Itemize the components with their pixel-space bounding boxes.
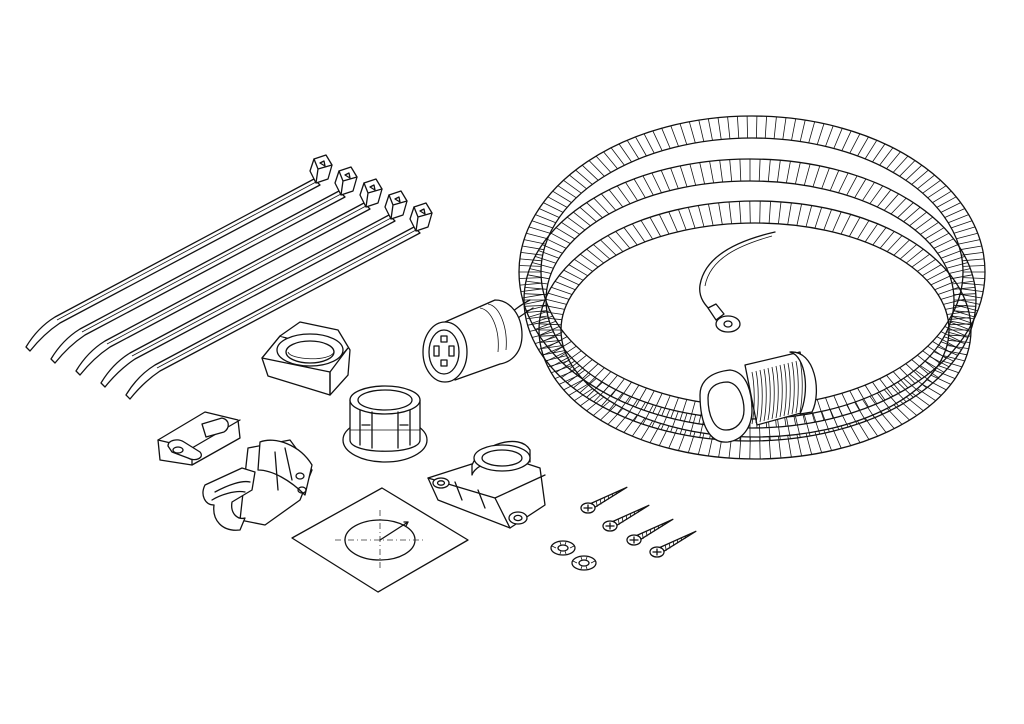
- plug-connector: [422, 299, 523, 383]
- cable-tie: [75, 178, 383, 376]
- cable-clip-holder: [202, 439, 313, 531]
- hose-coil: [538, 200, 972, 460]
- cable-clamp-small: [157, 411, 241, 466]
- lock-washer: [571, 555, 597, 571]
- cable-tie: [100, 190, 408, 388]
- hex-nut: [261, 321, 351, 396]
- cable-clamp-bracket: [427, 440, 546, 529]
- hose-end-fitting: [699, 351, 818, 443]
- screw: [626, 518, 674, 546]
- drilling-template: [291, 487, 469, 593]
- cable-ties: [25, 154, 433, 400]
- screw: [602, 504, 650, 532]
- screws: [580, 486, 697, 558]
- lock-washers: [550, 540, 597, 571]
- cable-grommet-bushing: [342, 385, 428, 463]
- screw: [649, 530, 697, 558]
- cable-tie: [25, 154, 333, 352]
- cable-tie: [50, 166, 358, 364]
- cable-tie: [125, 202, 433, 400]
- corrugated-cable-hose: [504, 115, 986, 460]
- ring-terminal-ground-wire: [699, 231, 776, 333]
- lock-washer: [550, 540, 576, 556]
- screw: [580, 486, 628, 514]
